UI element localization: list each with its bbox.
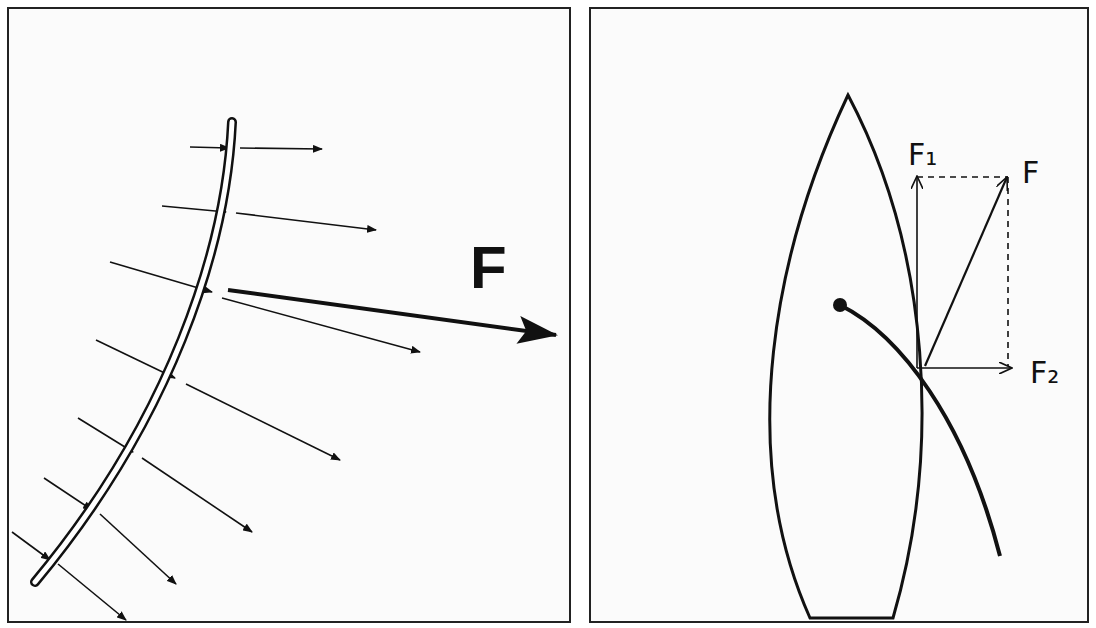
sail	[35, 122, 232, 582]
component-label: F₁	[908, 140, 937, 170]
left-panel	[8, 8, 570, 622]
boat-hull	[770, 95, 922, 618]
force-arrow	[228, 290, 556, 335]
sail-plan	[840, 305, 1000, 556]
component-label: F₂	[1030, 358, 1059, 388]
force-label: F	[470, 238, 507, 298]
force-vectors	[917, 176, 1012, 368]
sail-inner	[35, 122, 232, 582]
right-panel	[590, 8, 1088, 622]
force-label: F	[1022, 158, 1039, 188]
